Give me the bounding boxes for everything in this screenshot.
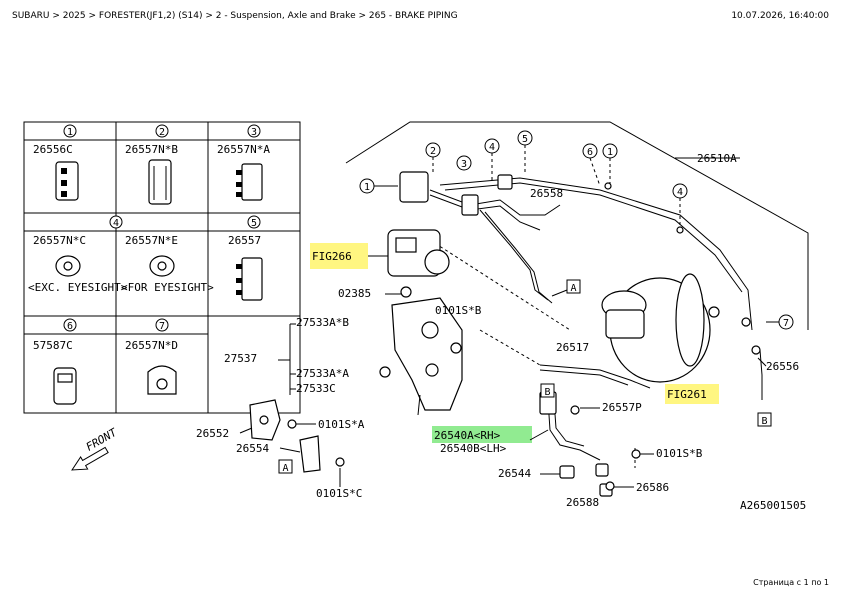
callout-4-right[interactable]: 4 bbox=[672, 183, 688, 199]
label-27533A-B[interactable]: 27533A*B bbox=[296, 316, 349, 329]
legend-cell-part: 26556C bbox=[33, 143, 73, 156]
label-27533A-A[interactable]: 27533A*A bbox=[296, 367, 349, 380]
hose-assembly[interactable] bbox=[539, 391, 613, 497]
legend-cell-number: 7 bbox=[159, 321, 165, 332]
leader-lines bbox=[374, 145, 780, 468]
callout-3[interactable]: 3 bbox=[456, 155, 472, 171]
ref-box-B-left[interactable]: B bbox=[540, 383, 555, 398]
fig266-highlight bbox=[310, 243, 368, 269]
legend-cell-number: 4 bbox=[113, 218, 119, 229]
legend-cell-number: 5 bbox=[251, 218, 257, 229]
print-datetime: 10.07.2026, 16:40:00 bbox=[731, 11, 829, 21]
label-27537[interactable]: 27537 bbox=[224, 352, 257, 365]
front-arrow-icon: FRONT bbox=[71, 425, 120, 471]
ref-box-A-left[interactable]: A bbox=[278, 459, 293, 474]
connector-block[interactable] bbox=[399, 171, 513, 216]
page-info: Страница с 1 по 1 bbox=[753, 578, 829, 587]
brake-pipes bbox=[429, 177, 763, 461]
bracket-26552[interactable] bbox=[249, 399, 281, 441]
legend-cell-note: <FOR EYESIGHT> bbox=[121, 281, 214, 294]
label-26540A-RH[interactable]: 26540A<RH> bbox=[434, 429, 501, 442]
callout-7[interactable]: 7 bbox=[778, 314, 794, 330]
label-02385[interactable]: 02385 bbox=[338, 287, 371, 300]
legend-cell-number: 2 bbox=[159, 127, 165, 138]
callout-5[interactable]: 5 bbox=[517, 130, 533, 146]
svg-text:4: 4 bbox=[489, 142, 495, 153]
breadcrumb: SUBARU > 2025 > FORESTER(JF1,2) (S14) > … bbox=[12, 11, 458, 21]
svg-text:7: 7 bbox=[783, 318, 789, 329]
svg-text:1: 1 bbox=[607, 147, 613, 158]
hydraulic-unit[interactable] bbox=[387, 229, 450, 277]
legend-cell-part: 26557N*D bbox=[125, 339, 178, 352]
legend-cell-part: 26557N*C bbox=[33, 234, 86, 247]
legend-cell-2[interactable]: 2 26557N*B bbox=[125, 124, 178, 205]
ref-box-B-right[interactable]: B bbox=[757, 412, 772, 427]
label-0101S-A[interactable]: 0101S*A bbox=[318, 418, 365, 431]
legend-cell-5[interactable]: 5 26557 bbox=[228, 215, 263, 301]
label-26517[interactable]: 26517 bbox=[556, 341, 589, 354]
drawing-id: A265001505 bbox=[740, 499, 806, 512]
svg-text:A: A bbox=[282, 463, 288, 474]
legend-cell-3[interactable]: 3 26557N*A bbox=[217, 124, 270, 201]
legend-cell-1[interactable]: 1 26556C bbox=[33, 124, 79, 201]
small-fittings bbox=[287, 182, 761, 491]
label-0101S-B[interactable]: 0101S*B bbox=[435, 304, 482, 317]
part-26540A-highlight bbox=[432, 426, 532, 443]
pedal-bracket[interactable] bbox=[391, 297, 463, 416]
legend-cell-part: 26557N*E bbox=[125, 234, 178, 247]
fig261-highlight bbox=[665, 384, 719, 404]
label-0101S-C[interactable]: 0101S*C bbox=[316, 487, 362, 500]
legend-cell-note: <EXC. EYESIGHT> bbox=[28, 281, 128, 294]
legend-cell-6[interactable]: 6 57587C bbox=[33, 318, 77, 405]
svg-text:3: 3 bbox=[461, 159, 467, 170]
svg-text:6: 6 bbox=[587, 147, 593, 158]
label-26588[interactable]: 26588 bbox=[566, 496, 599, 509]
svg-text:4: 4 bbox=[677, 187, 683, 198]
svg-text:2: 2 bbox=[430, 146, 436, 157]
legend-cell-7[interactable]: 7 26557N*D bbox=[125, 318, 178, 395]
bracket-26554[interactable] bbox=[299, 435, 321, 473]
legend-cell-part: 26557N*A bbox=[217, 143, 270, 156]
legend-cell-4-exc[interactable]: 4 26557N*C <EXC. EYESIGHT> bbox=[28, 215, 128, 294]
label-0101S-B-lower[interactable]: 0101S*B bbox=[656, 447, 703, 460]
legend-cell-part: 57587C bbox=[33, 339, 73, 352]
callout-1-right[interactable]: 1 bbox=[602, 143, 618, 159]
legend-cell-4-for[interactable]: 26557N*E <FOR EYESIGHT> bbox=[121, 234, 214, 294]
svg-text:1: 1 bbox=[364, 182, 370, 193]
label-26586[interactable]: 26586 bbox=[636, 481, 669, 494]
legend-cell-number: 3 bbox=[251, 127, 257, 138]
label-26544[interactable]: 26544 bbox=[498, 467, 531, 480]
svg-text:5: 5 bbox=[522, 134, 528, 145]
label-27533C[interactable]: 27533C bbox=[296, 382, 336, 395]
label-26540B-LH[interactable]: 26540B<LH> bbox=[440, 442, 507, 455]
legend-cell-number: 1 bbox=[67, 127, 73, 138]
link-fig266[interactable]: FIG266 bbox=[312, 250, 352, 263]
link-fig261[interactable]: FIG261 bbox=[667, 388, 707, 401]
assembly-frame bbox=[345, 121, 809, 330]
label-26557P[interactable]: 26557P bbox=[602, 401, 642, 414]
legend-cell-part: 26557 bbox=[228, 234, 261, 247]
legend-cell-part: 26557N*B bbox=[125, 143, 178, 156]
svg-text:B: B bbox=[544, 387, 550, 398]
callout-2[interactable]: 2 bbox=[425, 142, 441, 158]
callout-6[interactable]: 6 bbox=[582, 143, 598, 159]
label-26554[interactable]: 26554 bbox=[236, 442, 269, 455]
svg-text:A: A bbox=[570, 283, 576, 294]
label-26552[interactable]: 26552 bbox=[196, 427, 229, 440]
ref-box-A-right[interactable]: A bbox=[551, 279, 581, 297]
legend-cell-number: 6 bbox=[67, 321, 73, 332]
label-26556[interactable]: 26556 bbox=[766, 360, 799, 373]
label-26558[interactable]: 26558 bbox=[530, 187, 563, 200]
callout-4-top[interactable]: 4 bbox=[484, 138, 500, 154]
svg-text:B: B bbox=[761, 416, 767, 427]
label-26510A[interactable]: 26510A bbox=[697, 152, 737, 165]
master-cylinder-booster[interactable] bbox=[601, 273, 720, 383]
callout-1[interactable]: 1 bbox=[359, 178, 375, 194]
